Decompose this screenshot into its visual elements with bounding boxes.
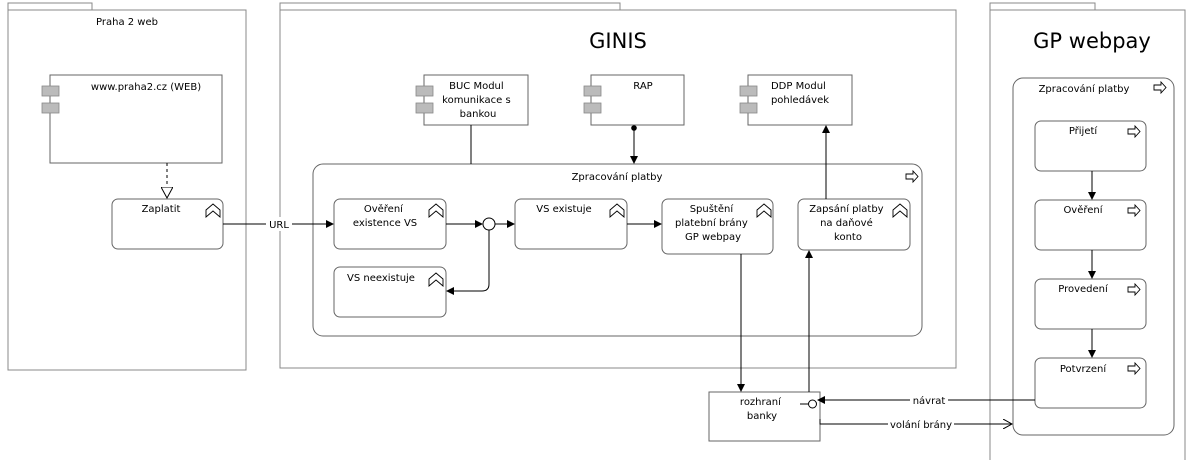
function-chevron-icon [609, 203, 625, 218]
interface-label: rozhraní banky [740, 396, 784, 422]
group-title-gp: GP webpay [1033, 29, 1151, 53]
function-label: Zaplatit [142, 204, 181, 215]
component-label: www.praha2.cz (WEB) [91, 82, 201, 93]
edge-label-bg [266, 217, 292, 231]
function-chevron-icon [892, 203, 908, 218]
process-arrow-icon [1127, 203, 1141, 218]
ginis-process-title: Zpracování platby [572, 171, 663, 183]
edge-label-bg [910, 394, 948, 407]
edge-label-url: URL [269, 220, 289, 231]
function-spusteni-platebni-brany: Spuštění platební brány GP webpay [661, 198, 774, 255]
process-label: Potvrzení [1060, 363, 1107, 375]
process-prijeti: Přijetí [1034, 120, 1147, 172]
component-icon [41, 85, 60, 114]
group-title-praha: Praha 2 web [96, 17, 158, 28]
function-label: Zapsání platby na daňové konto [809, 203, 887, 243]
function-chevron-icon [428, 272, 444, 287]
edge-junction-vs-neexistuje [446, 230, 490, 295]
function-label: Ověření existence VS [353, 203, 417, 229]
process-arrow-icon [1153, 80, 1167, 95]
component-icon [739, 85, 758, 114]
function-vs-neexistuje: VS neexistuje [333, 266, 447, 318]
function-label: VS existuje [536, 204, 591, 215]
interface-rozhrani-banky: rozhraní banky [708, 391, 821, 442]
function-chevron-icon [205, 203, 221, 218]
edge-label-navrat: návrat [913, 395, 946, 407]
process-arrow-icon [1127, 124, 1141, 139]
function-overeni-existence-vs: Ověření existence VS [333, 198, 447, 250]
process-provedeni: Provedení [1034, 278, 1147, 330]
component-label: RAP [633, 81, 652, 92]
component-icon [583, 85, 602, 114]
function-vs-existuje: VS existuje [514, 198, 628, 250]
group-title-ginis: GINIS [589, 29, 647, 53]
component-www-praha2: www.praha2.cz (WEB) [41, 74, 223, 164]
process-arrow-icon [905, 169, 919, 184]
or-junction [482, 217, 496, 231]
process-overeni: Ověření [1034, 199, 1147, 251]
edge-label-bg [888, 418, 954, 431]
component-rap: RAP [583, 74, 685, 126]
component-label: BUC Modul komunikace s bankou [442, 81, 514, 120]
component-buc-modul: BUC Modul komunikace s bankou [415, 74, 529, 126]
edge-rap-dot [631, 125, 637, 131]
function-zaplatit: Zaplatit [111, 198, 224, 250]
component-label: DDP Modul pohledávek [771, 81, 829, 106]
component-icon [415, 85, 434, 114]
process-arrow-icon [1127, 361, 1141, 376]
function-chevron-icon [428, 203, 444, 218]
function-label: Spuštění platební brány GP webpay [675, 203, 751, 243]
component-ddp-modul: DDP Modul pohledávek [739, 74, 853, 126]
function-label: VS neexistuje [347, 273, 415, 284]
process-label: Ověření [1063, 204, 1103, 216]
process-label: Přijetí [1069, 125, 1099, 137]
function-chevron-icon [756, 203, 772, 218]
edge-label-volani-brany: volání brány [890, 419, 952, 431]
process-arrow-icon [1127, 282, 1141, 297]
gp-process-title: Zpracování platby [1039, 83, 1130, 95]
process-label: Provedení [1058, 283, 1109, 295]
interface-icon [800, 399, 817, 409]
process-potvrzeni: Potvrzení [1034, 357, 1147, 409]
group-praha2-web: Praha 2 web [7, 2, 247, 371]
function-zapsani-platby: Zapsání platby na daňové konto [797, 198, 911, 251]
